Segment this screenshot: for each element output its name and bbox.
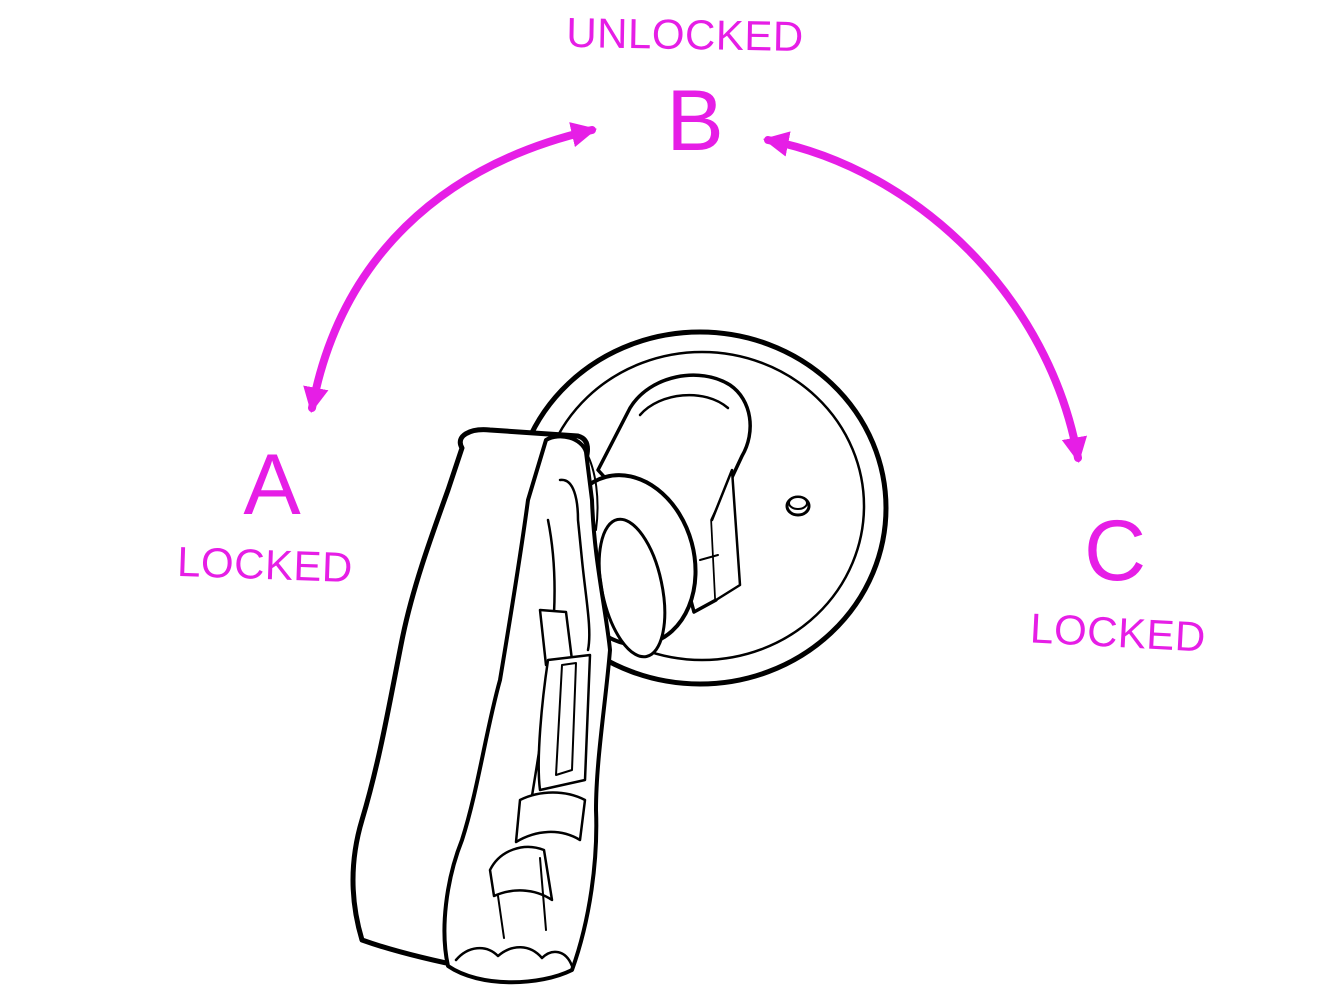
position-b-state-label: UNLOCKED: [565, 8, 805, 61]
position-a-state-label: LOCKED: [176, 537, 354, 592]
lever-groove-upper: [558, 478, 591, 652]
spindle-shaft: [596, 373, 752, 614]
lever-tip-notch: [488, 845, 554, 902]
rotation-arrow-b-to-c: [762, 131, 1088, 464]
lever-handle-front: [442, 434, 612, 985]
position-c-letter: C: [1083, 503, 1147, 599]
position-b-letter: B: [666, 73, 724, 169]
position-a-letter: A: [243, 437, 301, 533]
lock-mechanism-illustration: [350, 329, 889, 985]
rotation-arrow-a-to-b: [303, 122, 597, 414]
